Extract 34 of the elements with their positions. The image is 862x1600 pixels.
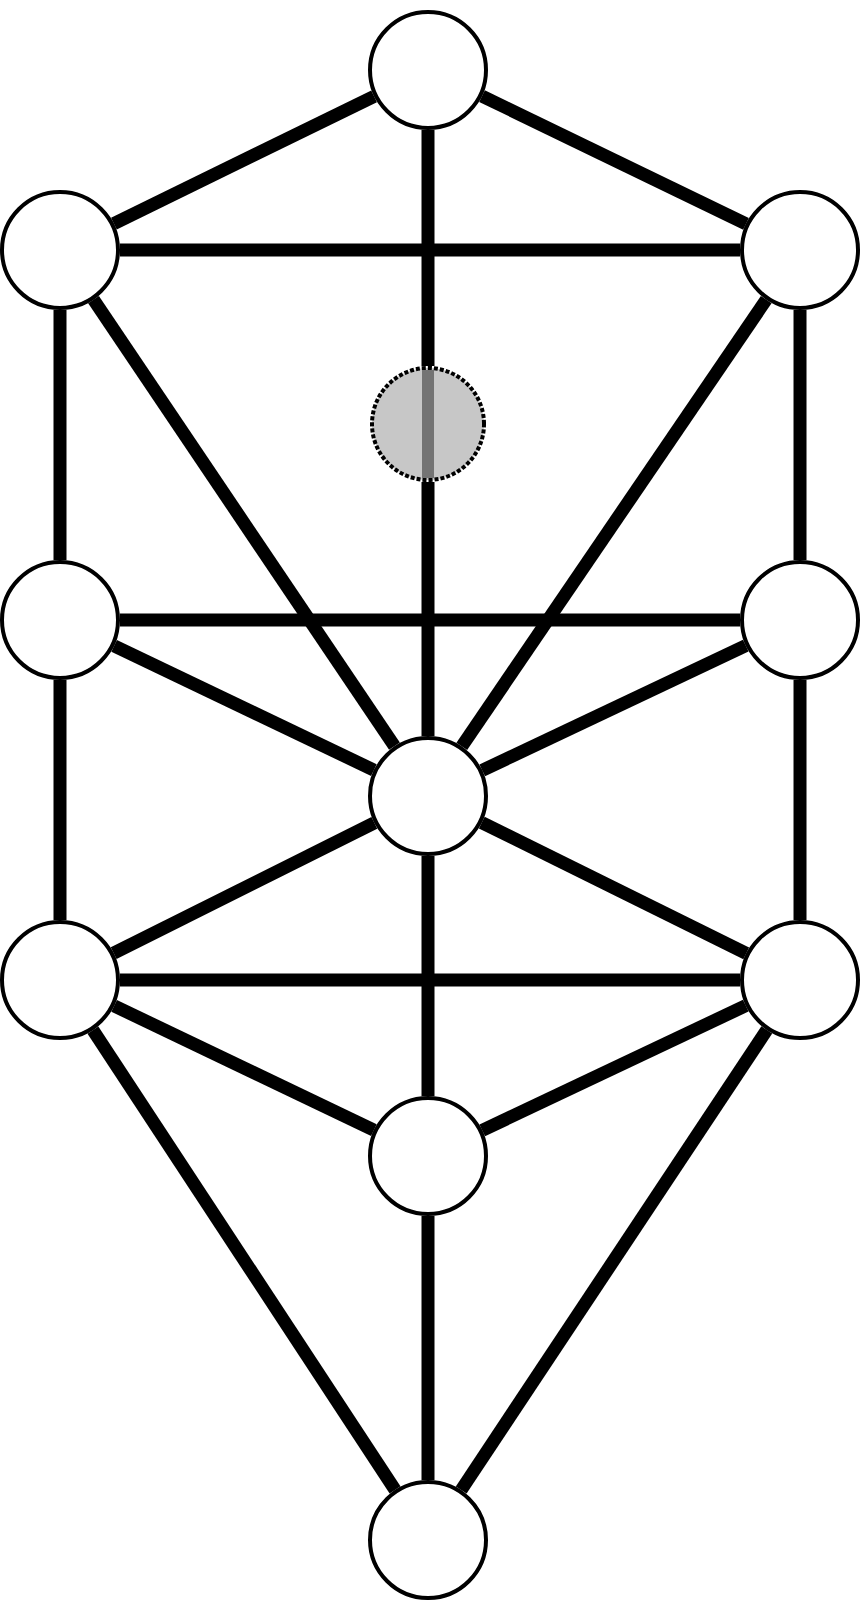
line bbox=[421, 856, 435, 1096]
circle bbox=[740, 190, 860, 310]
line bbox=[88, 296, 400, 750]
line bbox=[421, 130, 435, 366]
line bbox=[456, 295, 772, 751]
line bbox=[478, 816, 750, 960]
line bbox=[421, 1216, 435, 1480]
line bbox=[479, 90, 749, 230]
line bbox=[455, 1026, 773, 1494]
circle bbox=[740, 920, 860, 1040]
line bbox=[479, 639, 749, 777]
circle bbox=[368, 1480, 488, 1600]
line bbox=[479, 999, 749, 1137]
line bbox=[111, 640, 377, 776]
circle bbox=[740, 560, 860, 680]
line bbox=[421, 482, 435, 736]
circle bbox=[368, 10, 488, 130]
line bbox=[120, 613, 740, 627]
dotted-circle bbox=[370, 366, 486, 482]
line bbox=[111, 1000, 377, 1136]
circle bbox=[0, 560, 120, 680]
line bbox=[111, 90, 377, 230]
circle bbox=[0, 920, 120, 1040]
circle bbox=[368, 1096, 488, 1216]
line bbox=[120, 973, 740, 987]
line bbox=[793, 680, 807, 920]
circle bbox=[0, 190, 120, 310]
line bbox=[110, 817, 378, 959]
line bbox=[793, 310, 807, 560]
circle bbox=[368, 736, 488, 856]
line bbox=[120, 243, 740, 257]
line bbox=[53, 680, 67, 920]
line bbox=[87, 1026, 401, 1494]
line bbox=[53, 310, 67, 560]
